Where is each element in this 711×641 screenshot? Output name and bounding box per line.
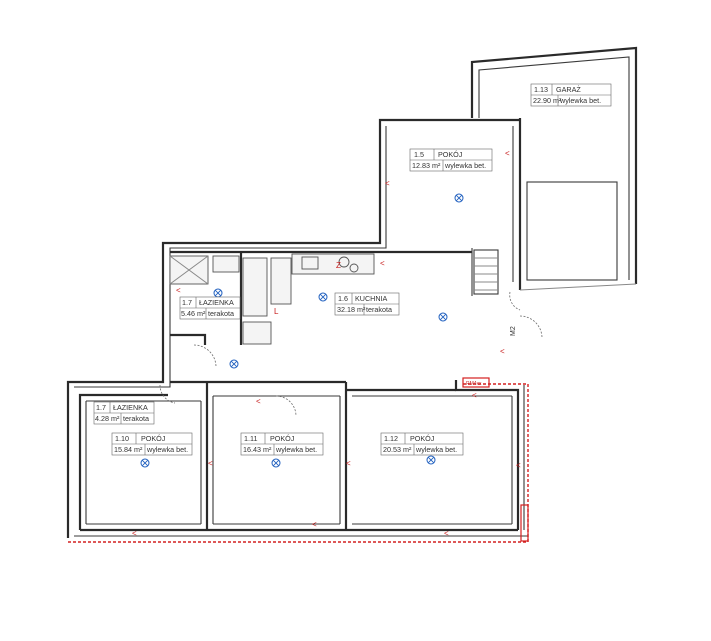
svg-text:1.10: 1.10 (115, 434, 129, 443)
svg-text:1.5: 1.5 (414, 150, 424, 159)
svg-text:<: < (132, 529, 137, 538)
svg-text:terakota: terakota (208, 309, 234, 318)
svg-text:POKÓJ: POKÓJ (438, 150, 463, 159)
svg-text:1.13: 1.13 (534, 85, 548, 94)
riser-label: M2 (510, 326, 517, 336)
svg-text:<: < (208, 459, 213, 468)
svg-text:<: < (256, 397, 261, 406)
door-swing-icon (159, 291, 543, 417)
outer-walls (66, 46, 638, 538)
svg-text:wylewka bet.: wylewka bet. (415, 445, 457, 454)
svg-text:16.43 m²: 16.43 m² (243, 445, 272, 454)
svg-text:1.6: 1.6 (338, 294, 348, 303)
svg-text:KUCHNIA: KUCHNIA (355, 294, 388, 303)
svg-text:<: < (346, 459, 351, 468)
ceiling-lamp-icon (140, 193, 464, 468)
bathroom-fixtures (169, 255, 292, 345)
switch-icon: < < < < < < < < < < < < < L Z (132, 149, 521, 538)
svg-text:wylewka bet.: wylewka bet. (146, 445, 188, 454)
svg-text:POKÓJ: POKÓJ (270, 434, 295, 443)
room-label-1-10: 1.10 POKÓJ 15.84 m² wylewka bet. (111, 432, 193, 456)
svg-text:<: < (380, 259, 385, 268)
svg-text:GARAŻ: GARAŻ (556, 85, 581, 94)
room-label-1-12: 1.12 POKÓJ 20.53 m² wylewka bet. (380, 432, 464, 456)
svg-text:wylewka bet.: wylewka bet. (559, 96, 601, 105)
svg-text:22.90 m²: 22.90 m² (533, 96, 562, 105)
counter (270, 257, 292, 305)
svg-text:POKÓJ: POKÓJ (141, 434, 166, 443)
room-label-1-11: 1.11 POKÓJ 16.43 m² wylewka bet. (240, 432, 324, 456)
svg-text:POKÓJ: POKÓJ (410, 434, 435, 443)
hob-ring (349, 263, 359, 273)
cabinet (242, 321, 272, 345)
room-label-1-6: 1.6 KUCHNIA 32.18 m² terakota (334, 292, 400, 316)
svg-text:5.46 m²: 5.46 m² (181, 309, 206, 318)
red-tag-label: RM4xx (466, 381, 482, 387)
svg-text:ŁAZIENKA: ŁAZIENKA (113, 403, 148, 412)
svg-text:1.7: 1.7 (96, 403, 106, 412)
svg-text:1.11: 1.11 (244, 434, 257, 443)
svg-text:12.83 m²: 12.83 m² (412, 161, 441, 170)
svg-text:Z: Z (336, 261, 341, 270)
svg-text:<: < (444, 529, 449, 538)
svg-text:4.28 m²: 4.28 m² (95, 414, 120, 423)
room-label-1-7-upper: 1.7 ŁAZIENKA 5.46 m² terakota (179, 296, 241, 320)
kitchen-fixtures (291, 253, 375, 275)
svg-text:<: < (385, 179, 390, 188)
room-label-1-13: 1.13 GARAŻ 22.90 m² wylewka bet. (530, 83, 612, 107)
svg-text:15.84 m²: 15.84 m² (114, 445, 143, 454)
electrical-circuit (68, 377, 529, 543)
svg-text:terakota: terakota (123, 414, 149, 423)
svg-text:<: < (500, 347, 505, 356)
svg-text:32.18 m²: 32.18 m² (337, 305, 366, 314)
svg-text:terakota: terakota (366, 305, 392, 314)
sink (301, 256, 319, 270)
svg-text:1.12: 1.12 (384, 434, 398, 443)
room-label-1-5: 1.5 POKÓJ 12.83 m² wylewka bet. (409, 148, 493, 172)
bathtub (242, 257, 268, 317)
svg-text:L: L (274, 307, 279, 316)
svg-text:<: < (472, 391, 477, 400)
svg-text:1.7: 1.7 (182, 298, 192, 307)
svg-text:wylewka bet.: wylewka bet. (444, 161, 486, 170)
hob-ring (338, 256, 350, 268)
svg-text:<: < (516, 461, 521, 470)
stair-icon (473, 249, 499, 295)
interior-walls (85, 181, 637, 530)
svg-text:wylewka bet.: wylewka bet. (275, 445, 317, 454)
svg-text:20.53 m²: 20.53 m² (383, 445, 412, 454)
svg-text:<: < (505, 149, 510, 158)
svg-text:<: < (176, 286, 181, 295)
room-label-1-7-lower: 1.7 ŁAZIENKA 4.28 m² terakota (93, 401, 155, 425)
wash-basin (212, 255, 240, 273)
svg-text:<: < (312, 520, 317, 529)
svg-text:ŁAZIENKA: ŁAZIENKA (199, 298, 234, 307)
